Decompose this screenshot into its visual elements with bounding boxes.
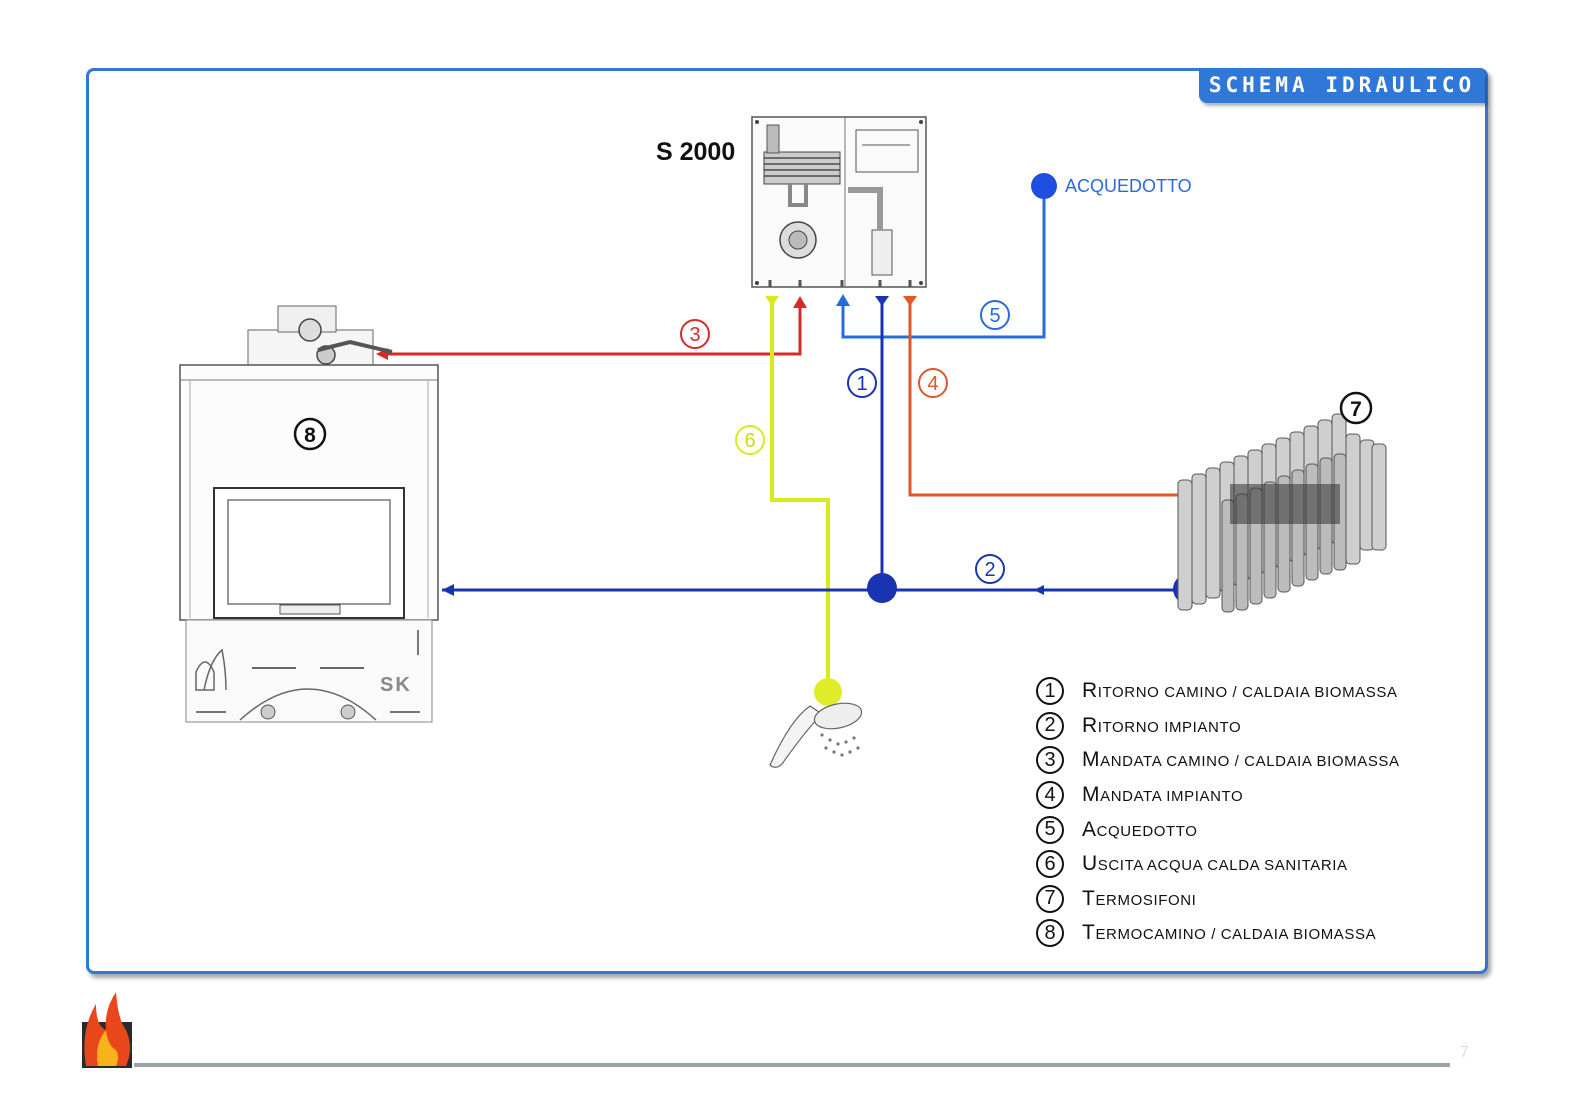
legend-number: 3: [1036, 746, 1064, 775]
legend-number: 1: [1036, 677, 1064, 706]
legend-label: Termosifoni: [1082, 886, 1197, 910]
legend-label: Uscita acqua calda sanitaria: [1082, 852, 1348, 876]
legend-item: 7 Termosifoni: [1036, 882, 1476, 917]
legend-label: Ritorno impianto: [1082, 713, 1242, 737]
legend-number: 7: [1036, 884, 1064, 913]
page-title: SCHEMA IDRAULICO: [1199, 68, 1485, 103]
marker-7-label: 7: [1350, 398, 1362, 421]
legend-item: 2 Ritorno impianto: [1036, 709, 1476, 744]
legend: 1 Ritorno camino / caldaia biomassa 2 Ri…: [1036, 674, 1476, 951]
s2000-unit: [751, 116, 927, 288]
legend-number: 4: [1036, 781, 1064, 810]
fireplace: [179, 305, 439, 723]
marker-1-label: 1: [856, 373, 867, 395]
legend-item: 6 Uscita acqua calda sanitaria: [1036, 847, 1476, 882]
marker-5: 5: [980, 300, 1010, 330]
radiator: [1177, 413, 1387, 613]
legend-item: 1 Ritorno camino / caldaia biomassa: [1036, 674, 1476, 709]
legend-item: 4 Mandata impianto: [1036, 778, 1476, 813]
fireplace-brand: SK: [380, 674, 412, 696]
legend-label: Mandata camino / caldaia biomassa: [1082, 748, 1400, 772]
legend-number: 6: [1036, 850, 1064, 879]
legend-label: Ritorno camino / caldaia biomassa: [1082, 679, 1398, 703]
pipe-supply-heating: [908, 300, 1186, 497]
s2000-label: S 2000: [656, 138, 736, 166]
legend-item: 8 Termocamino / caldaia biomassa: [1036, 916, 1476, 951]
marker-2: 2: [975, 554, 1005, 584]
marker-6: 6: [735, 425, 765, 455]
flame-logo: [82, 992, 132, 1068]
pipe-supply-fireplace: [380, 302, 802, 356]
legend-number: 8: [1036, 919, 1064, 948]
legend-number: 5: [1036, 815, 1064, 844]
shower-head: [769, 678, 863, 768]
marker-8: 8: [293, 417, 327, 451]
marker-1: 1: [847, 368, 877, 398]
page-number: 7: [1460, 1044, 1469, 1061]
marker-7: 7: [1339, 391, 1373, 425]
legend-label: Termocamino / caldaia biomassa: [1082, 921, 1377, 945]
junction-node: [867, 573, 897, 603]
legend-label: Acquedotto: [1082, 817, 1198, 841]
marker-2-label: 2: [984, 559, 995, 581]
marker-4: 4: [918, 368, 948, 398]
pipe-dhw: [770, 298, 830, 690]
legend-item: 5 Acquedotto: [1036, 812, 1476, 847]
footer-divider: [134, 1063, 1450, 1067]
legend-number: 2: [1036, 711, 1064, 740]
aqueduct-node: [1031, 173, 1057, 199]
marker-5-label: 5: [989, 305, 1000, 327]
marker-6-label: 6: [744, 430, 755, 452]
marker-4-label: 4: [927, 373, 938, 395]
marker-8-label: 8: [304, 424, 316, 447]
pipe-aqueduct: [841, 186, 1046, 339]
legend-item: 3 Mandata camino / caldaia biomassa: [1036, 743, 1476, 778]
marker-3: 3: [680, 319, 710, 349]
marker-3-label: 3: [689, 324, 700, 346]
aqueduct-label: ACQUEDOTTO: [1065, 176, 1192, 196]
legend-label: Mandata impianto: [1082, 783, 1244, 807]
